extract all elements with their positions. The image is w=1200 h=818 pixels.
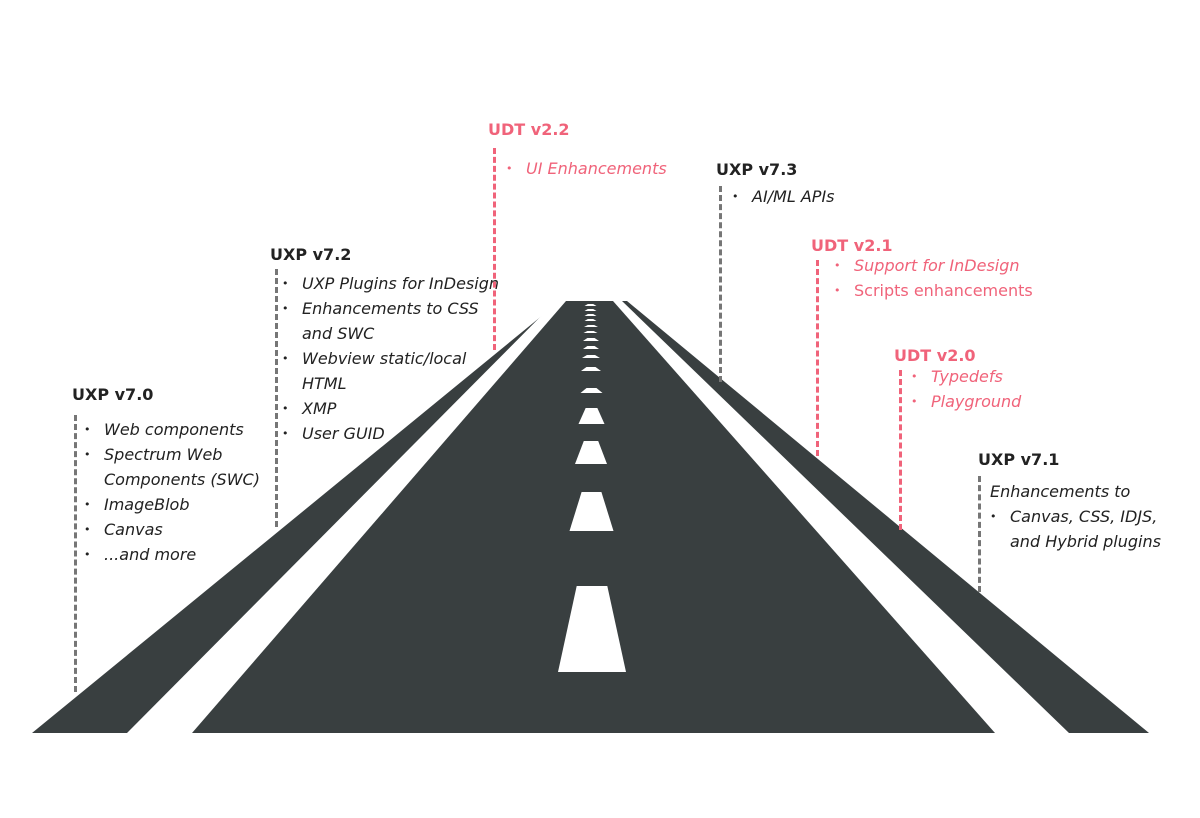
milestone-marker-line [978, 476, 981, 592]
feature-item: Canvas [78, 517, 260, 542]
feature-item: and SWC [302, 324, 375, 343]
milestone-feature-list: UI Enhancements [500, 156, 667, 181]
right-edge-line [613, 301, 1069, 733]
milestone-feature-list: Support for InDesign Scripts enhancement… [828, 253, 1033, 303]
milestone-marker-line [899, 370, 902, 530]
feature-item: Webview static/local [276, 346, 499, 371]
milestone-marker-line [493, 148, 496, 350]
center-dash [584, 325, 598, 327]
feature-item: Enhancements to CSS [276, 296, 499, 321]
feature-item: AI/ML APIs [726, 184, 835, 209]
feature-item: Spectrum Web [78, 442, 260, 467]
milestone-feature-list: Web components Spectrum Web Components (… [78, 417, 260, 567]
center-dashes [558, 304, 626, 672]
feature-item: Typedefs [905, 364, 1021, 389]
milestone-title: UDT v2.1 [811, 236, 893, 255]
center-dash [581, 367, 601, 371]
feature-item: HTML [302, 374, 347, 393]
milestone-title: UXP v7.2 [270, 245, 352, 264]
feature-item: Canvas, CSS, IDJS, [984, 504, 1161, 529]
feature-item: and Hybrid plugins [1010, 532, 1161, 551]
feature-item: UI Enhancements [500, 156, 667, 181]
feature-item: Web components [78, 417, 260, 442]
feature-item: UXP Plugins for InDesign [276, 271, 499, 296]
center-dash [578, 408, 605, 424]
feature-item: ImageBlob [78, 492, 260, 517]
feature-item: XMP [276, 396, 499, 421]
milestone-title: UXP v7.0 [72, 385, 154, 404]
center-dash [558, 586, 626, 672]
feature-item: ...and more [78, 542, 260, 567]
center-dash [583, 338, 599, 341]
center-dash [582, 355, 600, 358]
center-dash [584, 304, 597, 306]
milestone-marker-line [74, 415, 77, 692]
milestone-title: UXP v7.1 [978, 450, 1060, 469]
feature-item: Support for InDesign [828, 253, 1033, 278]
milestone-feature-list: UXP Plugins for InDesign Enhancements to… [276, 271, 499, 446]
milestone-feature-list: Enhancements to Canvas, CSS, IDJS, and H… [990, 479, 1161, 554]
center-dash [584, 319, 597, 321]
feature-item: Enhancements to [990, 482, 1131, 501]
center-dash [584, 309, 597, 311]
milestone-title: UDT v2.0 [894, 346, 976, 365]
center-dash [583, 346, 599, 349]
center-dash [583, 331, 598, 333]
feature-item: User GUID [276, 421, 499, 446]
milestone-feature-list: AI/ML APIs [726, 184, 835, 209]
center-dash [569, 492, 614, 531]
milestone-title: UDT v2.2 [488, 120, 570, 139]
center-dash [580, 388, 603, 393]
feature-item: Components (SWC) [104, 470, 260, 489]
feature-item: Scripts enhancements [828, 278, 1033, 303]
milestone-marker-line [719, 186, 722, 382]
milestone-feature-list: Typedefs Playground [905, 364, 1021, 414]
center-dash [584, 314, 597, 316]
center-dash [575, 441, 607, 464]
milestone-marker-line [816, 260, 819, 456]
milestone-title: UXP v7.3 [716, 160, 798, 179]
feature-item: Playground [905, 389, 1021, 414]
